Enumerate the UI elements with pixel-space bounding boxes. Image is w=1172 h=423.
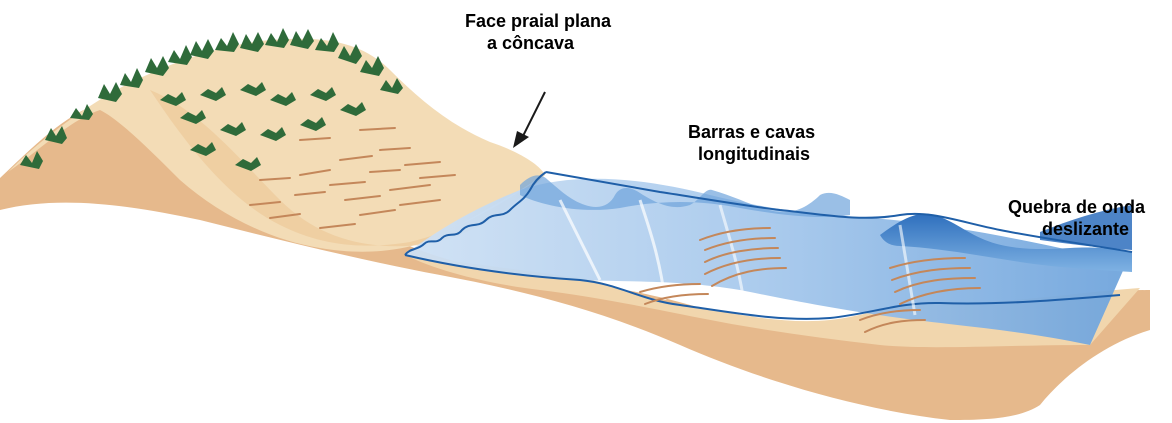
label-breaker-line2: deslizante [1008,218,1145,240]
label-bars-troughs-line1: Barras e cavas [688,121,815,143]
label-beach-face-line1: Face praial plana [465,10,611,32]
label-beach-face: Face praial plana a côncava [465,10,611,54]
label-breaker-line1: Quebra de onda [1008,196,1145,218]
label-bars-troughs-line2: longitudinais [688,143,815,165]
label-bars-troughs: Barras e cavas longitudinais [688,121,815,165]
arrow-icon [513,92,545,148]
label-beach-face-line2: a côncava [465,32,611,54]
label-breaker: Quebra de onda deslizante [1008,196,1145,240]
